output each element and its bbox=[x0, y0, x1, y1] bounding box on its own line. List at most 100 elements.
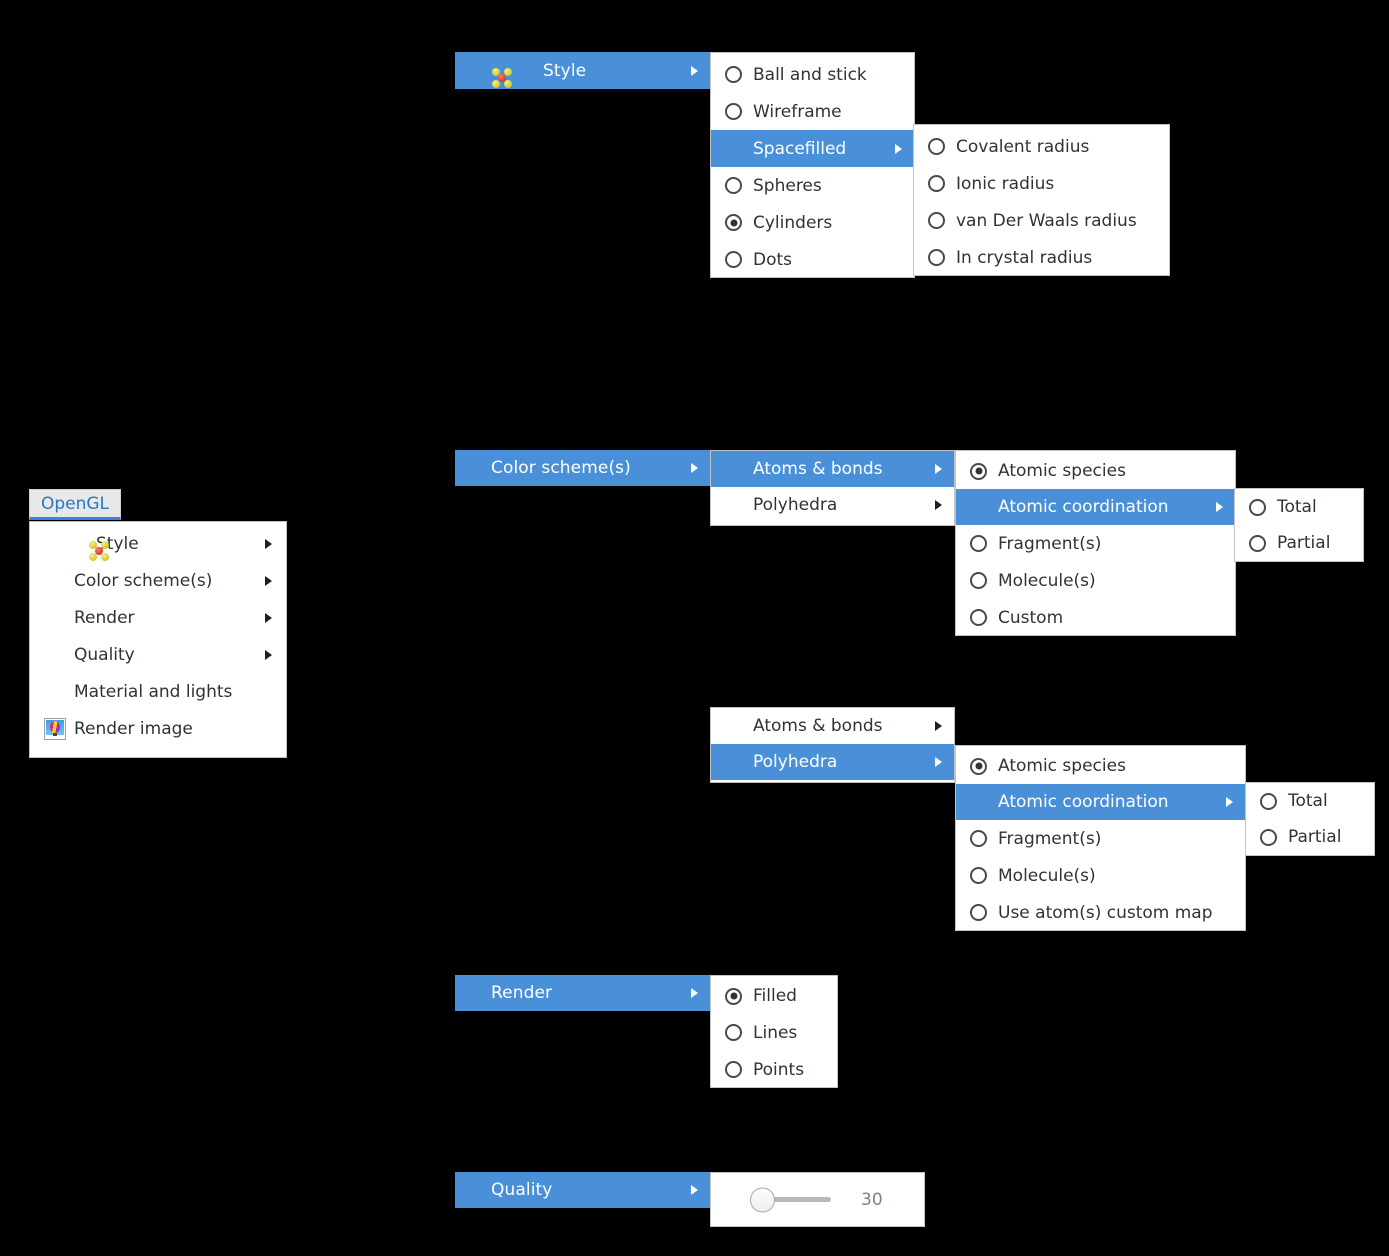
menu-item-ionic-radius[interactable]: Ionic radius bbox=[914, 165, 1169, 202]
menu-item-in-crystal-radius[interactable]: In crystal radius bbox=[914, 239, 1169, 276]
menu-item-label: Fragment(s) bbox=[998, 533, 1102, 554]
menu-item-spacefilled[interactable]: Spacefilled bbox=[711, 130, 914, 167]
menu-item-label: Filled bbox=[753, 986, 797, 1006]
menu-item-points[interactable]: Points bbox=[711, 1051, 837, 1088]
menu-item-atoms-and-bonds-2[interactable]: Atoms & bonds bbox=[711, 708, 954, 744]
menu-item-color-schemes[interactable]: Color scheme(s) bbox=[30, 562, 286, 599]
menu-item-covalent-radius[interactable]: Covalent radius bbox=[914, 128, 1169, 165]
radio-cylinders[interactable] bbox=[725, 214, 742, 231]
menu-item-polyhedra-atomic-coordination[interactable]: Atomic coordination bbox=[956, 784, 1245, 820]
menu-item-dots[interactable]: Dots bbox=[711, 241, 914, 278]
menu-item-render-image[interactable]: Render image bbox=[30, 710, 286, 747]
radio-atomic-species[interactable] bbox=[970, 462, 987, 480]
menu-item-polyhedra-fragments[interactable]: Fragment(s) bbox=[956, 820, 1245, 857]
quality-slider[interactable]: 30 bbox=[750, 1187, 883, 1212]
menu-item-total[interactable]: Total bbox=[1235, 489, 1363, 525]
quality-slider-handle[interactable] bbox=[750, 1187, 775, 1212]
radio-ball-and-stick[interactable] bbox=[725, 66, 742, 83]
radio-custom[interactable] bbox=[970, 609, 987, 626]
radio-van-der-waals-radius[interactable] bbox=[928, 212, 945, 229]
chevron-right-icon bbox=[691, 1185, 698, 1195]
chevron-right-icon bbox=[935, 500, 942, 510]
radio-filled[interactable] bbox=[725, 987, 742, 1005]
menu-item-label: Total bbox=[1288, 791, 1328, 811]
opengl-tab-label: OpenGL bbox=[40, 493, 110, 514]
menu-item-label: Atomic species bbox=[998, 461, 1126, 481]
radio-polyhedra-molecules[interactable] bbox=[970, 867, 987, 884]
radio-points[interactable] bbox=[725, 1061, 742, 1078]
menu-item-material-and-lights[interactable]: Material and lights bbox=[30, 673, 286, 710]
radio-polyhedra-fragments[interactable] bbox=[970, 830, 987, 847]
menu-item-custom[interactable]: Custom bbox=[956, 599, 1235, 636]
radio-lines[interactable] bbox=[725, 1024, 742, 1041]
quality-parent-row[interactable]: Quality bbox=[455, 1172, 710, 1208]
menu-item-lines[interactable]: Lines bbox=[711, 1014, 837, 1051]
radio-in-crystal-radius[interactable] bbox=[928, 249, 945, 266]
picture-icon bbox=[44, 717, 66, 740]
menu-item-atomic-species[interactable]: Atomic species bbox=[956, 453, 1235, 489]
menu-item-style[interactable]: Style bbox=[30, 525, 286, 562]
menu-item-partial[interactable]: Partial bbox=[1235, 525, 1363, 561]
spacefilled-submenu-panel: Covalent radius Ionic radius van Der Waa… bbox=[913, 124, 1170, 276]
chevron-right-icon bbox=[1226, 797, 1233, 807]
menu-item-polyhedra-atomic-species[interactable]: Atomic species bbox=[956, 748, 1245, 784]
menu-item-molecules[interactable]: Molecule(s) bbox=[956, 562, 1235, 599]
menu-item-use-atoms-custom-map[interactable]: Use atom(s) custom map bbox=[956, 894, 1245, 931]
menu-item-label: Points bbox=[753, 1059, 805, 1080]
radio-covalent-radius[interactable] bbox=[928, 138, 945, 155]
chevron-right-icon bbox=[691, 988, 698, 998]
radio-polyhedra-total[interactable] bbox=[1260, 792, 1277, 810]
menu-item-cylinders[interactable]: Cylinders bbox=[711, 204, 914, 241]
menu-item-label: Quality bbox=[74, 644, 135, 665]
chevron-right-icon bbox=[935, 721, 942, 731]
menu-item-label: Polyhedra bbox=[753, 495, 838, 515]
menu-item-polyhedra-partial[interactable]: Partial bbox=[1246, 819, 1374, 855]
molecule-icon bbox=[491, 67, 513, 89]
radio-use-atoms-custom-map[interactable] bbox=[970, 904, 987, 921]
color-schemes-parent-row[interactable]: Color scheme(s) bbox=[455, 450, 710, 486]
menu-item-polyhedra[interactable]: Polyhedra bbox=[711, 487, 954, 523]
menu-item-van-der-waals-radius[interactable]: van Der Waals radius bbox=[914, 202, 1169, 239]
chevron-right-icon bbox=[691, 65, 698, 76]
menu-item-polyhedra-2[interactable]: Polyhedra bbox=[711, 744, 954, 780]
style-parent-row[interactable]: Style bbox=[455, 52, 710, 89]
menu-item-atoms-and-bonds[interactable]: Atoms & bonds bbox=[711, 451, 954, 487]
radio-dots[interactable] bbox=[725, 251, 742, 268]
radio-polyhedra-partial[interactable] bbox=[1260, 828, 1277, 846]
menu-item-ball-and-stick[interactable]: Ball and stick bbox=[711, 56, 914, 93]
menu-item-label: Total bbox=[1277, 497, 1317, 517]
radio-spheres[interactable] bbox=[725, 177, 742, 194]
menu-item-label: Atoms & bonds bbox=[753, 716, 883, 736]
menu-item-wireframe[interactable]: Wireframe bbox=[711, 93, 914, 130]
radio-ionic-radius[interactable] bbox=[928, 175, 945, 192]
render-parent-row[interactable]: Render bbox=[455, 975, 710, 1011]
menu-item-label: Ionic radius bbox=[956, 173, 1055, 194]
menu-item-label: Spacefilled bbox=[753, 138, 847, 159]
menu-item-label: Atomic species bbox=[998, 756, 1126, 776]
render-submenu-panel: Filled Lines Points bbox=[710, 975, 838, 1088]
menu-item-label: Partial bbox=[1277, 533, 1331, 553]
chevron-right-icon bbox=[265, 612, 272, 623]
menu-item-render[interactable]: Render bbox=[30, 599, 286, 636]
menu-item-polyhedra-molecules[interactable]: Molecule(s) bbox=[956, 857, 1245, 894]
menu-item-filled[interactable]: Filled bbox=[711, 978, 837, 1014]
radio-partial[interactable] bbox=[1249, 534, 1266, 552]
menu-item-label: In crystal radius bbox=[956, 247, 1093, 268]
menu-item-label: Render image bbox=[74, 718, 193, 739]
radio-fragments[interactable] bbox=[970, 535, 987, 552]
radio-wireframe[interactable] bbox=[725, 103, 742, 120]
menu-item-polyhedra-total[interactable]: Total bbox=[1246, 783, 1374, 819]
opengl-tab[interactable]: OpenGL bbox=[29, 489, 121, 520]
radio-polyhedra-atomic-species[interactable] bbox=[970, 757, 987, 775]
menu-item-atomic-coordination[interactable]: Atomic coordination bbox=[956, 489, 1235, 525]
chevron-right-icon bbox=[265, 538, 272, 549]
quality-slider-track[interactable] bbox=[750, 1187, 831, 1212]
menu-item-spheres[interactable]: Spheres bbox=[711, 167, 914, 204]
radio-molecules[interactable] bbox=[970, 572, 987, 589]
menu-item-fragments[interactable]: Fragment(s) bbox=[956, 525, 1235, 562]
menu-item-quality[interactable]: Quality bbox=[30, 636, 286, 673]
menu-item-label: Atomic coordination bbox=[998, 792, 1169, 812]
menu-item-label: Use atom(s) custom map bbox=[998, 902, 1213, 923]
menu-item-label: Atoms & bonds bbox=[753, 459, 883, 479]
radio-total[interactable] bbox=[1249, 498, 1266, 516]
